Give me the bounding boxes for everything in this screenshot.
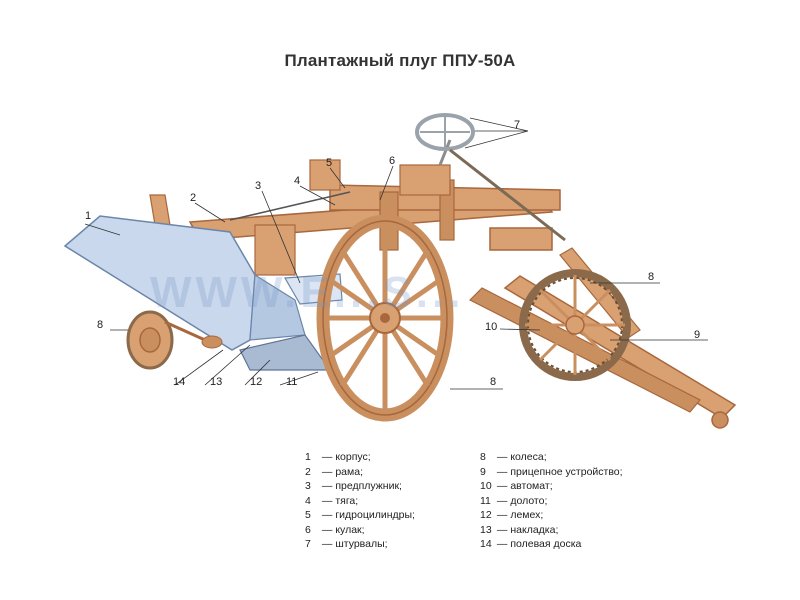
callout-4: 4 (294, 175, 300, 187)
legend-column-left: 1 — корпус; 2 — рама; 3 — предплужник; 4… (305, 450, 415, 552)
legend-column-right: 8 — колеса; 9 — прицепное устройство; 10… (480, 450, 623, 552)
callout-11: 11 (286, 376, 297, 388)
legend-item: 1 — корпус; (305, 451, 371, 463)
callout-8-front: 8 (97, 319, 103, 331)
callout-1: 1 (85, 210, 91, 222)
legend-item: 9 — прицепное устройство; (480, 465, 623, 478)
callout-2: 2 (190, 192, 196, 204)
callout-9: 9 (694, 329, 700, 341)
front-wheel (126, 310, 223, 370)
legend-item: 13 — накладка; (480, 523, 559, 536)
steering-wheel (415, 113, 566, 242)
legend-item: 2 — рама; (305, 465, 363, 478)
main-wheel (316, 214, 454, 422)
parts-legend: 1 — корпус; 2 — рама; 3 — предплужник; 4… (305, 450, 705, 554)
legend-item: 14 — полевая доска (480, 538, 582, 550)
callout-14: 14 (173, 376, 185, 388)
legend-item: 3 — предплужник; (305, 480, 402, 492)
legend-item: 7 — штурвалы; (305, 538, 388, 550)
callout-13: 13 (210, 376, 222, 388)
callout-6: 6 (389, 155, 395, 167)
callout-leaders (84, 117, 708, 390)
legend-item: 12 — лемех; (480, 509, 544, 521)
plough-diagram: 1 2 3 4 5 6 7 8 8 8 9 10 11 12 13 14 (63, 113, 737, 429)
legend-item: 5 — гидроцилиндры; (305, 509, 415, 521)
callout-12: 12 (250, 376, 262, 388)
legend-item: 4 — тяга; (305, 494, 359, 507)
diagram-title: Плантажный плуг ППУ-50А (284, 51, 516, 70)
legend-item: 6 — кулак; (305, 523, 365, 536)
legend-item: 10 — автомат; (480, 480, 553, 492)
legend-item: 11 — долото; (480, 494, 548, 507)
legend-item: 8 — колеса; (480, 451, 547, 463)
callout-3: 3 (255, 180, 261, 192)
plough-body (63, 215, 343, 371)
callout-10: 10 (485, 321, 497, 333)
callout-5: 5 (326, 157, 332, 169)
callout-8-rear: 8 (648, 271, 654, 283)
callout-numbers: 1 2 3 4 5 6 7 8 8 8 9 10 11 12 13 14 (85, 119, 700, 388)
callout-8-main: 8 (490, 376, 496, 388)
rear-wheel (519, 269, 631, 381)
callout-7: 7 (514, 119, 520, 131)
